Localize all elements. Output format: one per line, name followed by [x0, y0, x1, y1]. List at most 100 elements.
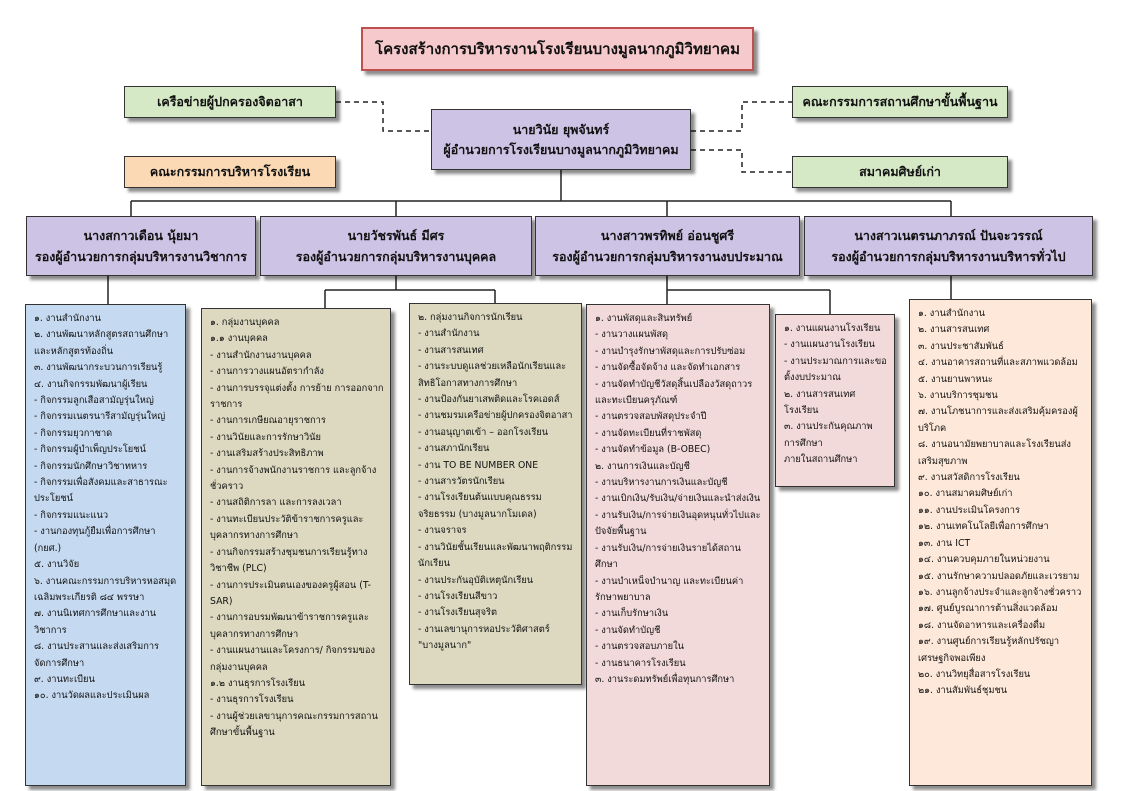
task-item: - งานเสริมสร้างประสิทธิภาพ	[210, 448, 324, 460]
dashed-link-basic-committee	[691, 101, 792, 132]
task-item: ๔. งานอาคารสถานที่และสภาพแวดล้อม	[918, 357, 1078, 369]
task-item: ๗. งานโภชนาการและส่งเสริมคุ้มครองผู้บริโ…	[918, 406, 1078, 434]
task-item: - งานโรงเรียนสีขาว	[418, 590, 498, 602]
planning-tasks: ๑. งานแผนงานโรงเรียน - งานแผนงานโรงเรียน…	[775, 314, 895, 487]
task-item: ๓. งานระดมทรัพย์เพื่อทุนการศึกษา	[595, 673, 735, 685]
task-item: - งานสำนักงานงานบุคคล	[210, 349, 312, 361]
task-item: - งานกิจกรรมสร้างชุมชนการเรียนรู้ทางวิชา…	[210, 546, 368, 575]
deputy-personnel: นายวัชรพันธ์ มีศร รองผู้อำนวยการกลุ่มบริ…	[260, 216, 532, 276]
task-item: - งานผู้ช่วยเลขานุการคณะกรรมการสถานศึกษา…	[210, 710, 378, 739]
task-item: ๑๙. งานศูนย์การเรียนรู้หลักปรัชญาเศรษฐกิ…	[918, 636, 1060, 664]
task-item: - งานการบรรจุแต่งตั้ง การย้าย การออกจากร…	[210, 382, 384, 411]
task-item: - กิจกรรมเนตรนารีสามัญรุ่นใหญ่	[34, 411, 166, 423]
deputy-general: นางสาวเนตรนภาภรณ์ ปันจะวรรณ์ รองผู้อำนวย…	[804, 216, 1093, 276]
task-item: ๑๓. งาน ICT	[918, 537, 971, 549]
task-item: - งานสารสนเทศ	[418, 344, 484, 356]
basic-education-committee: คณะกรรมการสถานศึกษาขั้นพื้นฐาน	[792, 86, 1008, 118]
task-item: - งาน TO BE NUMBER ONE	[418, 459, 539, 471]
task-item: - งานโรงเรียนต้นแบบคุณธรรมจริยธรรม (บางม…	[418, 492, 542, 520]
task-item: - งานชมรมเครือข่ายผู้ปกครองจิตอาสา	[418, 410, 573, 422]
director-name: นายวินัย ยุพจันทร์	[512, 121, 610, 137]
task-item: ๒๐. งานวิทยุสื่อสารโรงเรียน	[918, 668, 1031, 680]
task-item: - งานสภานักเรียน	[418, 443, 490, 455]
task-item: ๓. งานประชาสัมพันธ์	[918, 340, 1004, 352]
task-item: - กิจกรรมนักศึกษาวิชาทหาร	[34, 460, 148, 472]
task-item: ๑. งานพัสดุและสินทรัพย์	[595, 313, 693, 324]
task-item: - งานเลขานุการหอประวัติศาสตร์ "บางมูลนาก…	[418, 623, 550, 652]
deputy-name: นางสกาวเดือน นุ้ยมา	[83, 228, 199, 243]
task-item: - งานการอบรมพัฒนาข้าราชการครูและบุคลากรท…	[210, 612, 369, 640]
task-item: - งานรับเงิน/การจ่ายเงินรายได้สถานศึกษา	[595, 542, 741, 571]
task-item: ๒. งานพัฒนาหลักสูตรสถานศึกษาและหลักสูตรท…	[34, 329, 169, 357]
task-item: - กิจกรรมลูกเสือสามัญรุ่นใหญ่	[34, 395, 154, 407]
task-item: - งานวางแผนพัสดุ	[595, 329, 669, 341]
task-item: - งานสารวัตรนักเรียน	[418, 476, 505, 488]
chart-title: โครงสร้างการบริหารงานโรงเรียนบางมูลนากภู…	[361, 27, 754, 71]
task-item: - งานประกันอุบัติเหตุนักเรียน	[418, 574, 534, 586]
task-item: ๗. งานนิเทศการศึกษาและงานวิชาการ	[34, 608, 157, 636]
academic-tasks: ๑. งานสำนักงาน๒. งานพัฒนาหลักสูตรสถานศึก…	[25, 304, 186, 786]
task-item: - งานจราจร	[418, 525, 467, 537]
task-item: - งานการประเมินตนเองของครูผู้สอน (T-SAR)	[210, 579, 372, 607]
task-item: - งานการวางแผนอัตรากำลัง	[210, 366, 324, 378]
task-item: ๓. งานพัฒนากระบวนการเรียนรู้	[34, 362, 163, 374]
task-item: - งานบริหารงานการเงินและบัญชี	[595, 477, 728, 489]
task-item: ๑๒. งานเทคโนโลยีเพื่อการศึกษา	[918, 521, 1049, 533]
task-item: ๖. งานบริการชุมชน	[918, 390, 998, 402]
task-item: - งานระบบดูแลช่วยเหลือนักเรียนและสิทธิโอ…	[418, 361, 567, 389]
task-item: ๘. งานอนามัยพยาบาลและโรงเรียนส่งเสริมสุข…	[918, 439, 1071, 467]
task-item: ๖. งานคณะกรรมการบริหารหอสมุดเฉลิมพระเกีย…	[34, 575, 177, 603]
task-item: ๕. งานยานพาหนะ	[918, 373, 993, 385]
task-item: ๒๑. งานสัมพันธ์ชุมชน	[918, 685, 1008, 697]
task-item: ๑. กลุ่มงานบุคคล	[210, 317, 280, 328]
task-item: - งานสถิติการลา และการลงเวลา	[210, 497, 342, 509]
deputy-position: รองผู้อำนวยการกลุ่มบริหารงานวิชาการ	[35, 249, 247, 264]
dashed-link-parents	[336, 101, 431, 132]
general-admin-tasks: ๑. งานสำนักงาน๒. งานสารสนเทศ๓. งานประชาส…	[909, 299, 1092, 786]
task-item: - งานเก็บรักษาเงิน	[595, 608, 669, 620]
task-item: ๑๔. งานควบคุมภายในหน่วยงาน	[918, 554, 1050, 566]
task-item: - งานจัดทำบัญชีวัสดุสิ้นเปลืองวัสดุถาวร …	[595, 378, 753, 407]
task-item: ๑๑. งานประเมินโครงการ	[918, 504, 1020, 516]
task-item: ๒. กลุ่มงานกิจการนักเรียน	[418, 312, 523, 323]
task-item: - งานกองทุนกู้ยืมเพื่อการศึกษา (กยศ.)	[34, 526, 156, 554]
task-item: - กิจกรรมยุวกาชาด	[34, 427, 113, 439]
task-item: - งานเบิกเงิน/รับเงิน/จ่ายเงินและนำส่งเง…	[595, 493, 761, 505]
deputy-name: นางสาวพรทิพย์ อ่อนชูศรี	[600, 228, 735, 243]
dashed-link-alumni	[691, 149, 792, 173]
task-item: - งานการเกษียณอายุราชการ	[210, 415, 326, 427]
school-board: คณะกรรมการบริหารโรงเรียน	[124, 156, 336, 188]
deputy-name: นางสาวเนตรนภาภรณ์ ปันจะวรรณ์	[854, 228, 1043, 243]
student-affairs-tasks: ๒. กลุ่มงานกิจการนักเรียน - งานสำนักงาน …	[409, 303, 582, 685]
task-item: ๑๕. งานรักษาความปลอดภัยและเวรยาม	[918, 570, 1080, 582]
task-item: - งานสำนักงาน	[418, 328, 480, 340]
task-item: ๙. งานทะเบียน	[34, 673, 95, 685]
task-item: ๔. งานกิจกรรมพัฒนาผู้เรียน	[34, 378, 148, 390]
task-item: - งานการจ้างพนักงานราชการ และลูกจ้างชั่ว…	[210, 464, 377, 493]
task-item: - งานแผนงานและโครงการ/ กิจกรรมของกลุ่มงา…	[210, 645, 375, 673]
deputy-position: รองผู้อำนวยการกลุ่มบริหารงานบุคคล	[295, 249, 497, 264]
deputy-name: นายวัชรพันธ์ มีศร	[347, 228, 445, 243]
task-item: ๑๗. ศูนย์บูรณาการต้านสิ่งแวดล้อม	[918, 603, 1058, 615]
task-item: ๑.๑ งานบุคคล	[210, 333, 268, 345]
task-item: ๕. งานวิจัย	[34, 559, 80, 571]
task-item: ๑. งานแผนงานโรงเรียน	[784, 323, 881, 334]
task-item: ๒. งานสารสนเทศ	[918, 324, 990, 336]
task-item: - งานตรวจสอบภายใน	[595, 641, 684, 653]
task-item: - งานธนาคารโรงเรียน	[595, 657, 686, 669]
task-item: - งานจัดทำบัญชี	[595, 624, 661, 636]
task-item: - กิจกรรมผู้บำเพ็ญประโยชน์	[34, 444, 146, 456]
task-item: ๙. งานสวัสดิการโรงเรียน	[918, 472, 1020, 484]
task-item: - งานบำเหน็จบำนาญ และทะเบียนค่ารักษาพยาบ…	[595, 575, 744, 603]
task-item: ๑๐. งานวัดผลและประเมินผล	[34, 690, 150, 702]
task-item: ๒. งานสารสนเทศโรงเรียน	[784, 388, 856, 417]
task-item: ๒. งานการเงินและบัญชี	[595, 460, 690, 472]
task-item: ๑.๒ งานธุรการโรงเรียน	[210, 677, 306, 689]
task-item: - กิจกรรมเพื่อสังคมและสาธารณะประโยชน์	[34, 477, 168, 505]
task-item: - งานโรงเรียนสุจริต	[418, 607, 498, 619]
director-box: นายวินัย ยุพจันทร์ ผู้อำนวยการโรงเรียนบา…	[431, 109, 691, 170]
deputy-budget: นางสาวพรทิพย์ อ่อนชูศรี รองผู้อำนวยการกล…	[535, 216, 800, 276]
task-item: - งานแผนงานโรงเรียน	[784, 339, 875, 351]
director-position: ผู้อำนวยการโรงเรียนบางมูลนากภูมิวิทยาคม	[443, 141, 679, 157]
